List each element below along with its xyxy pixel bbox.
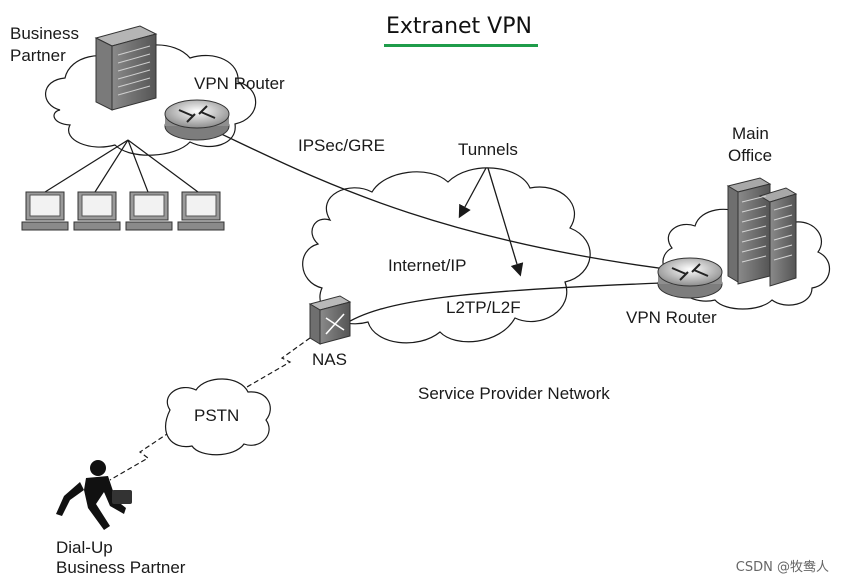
label-business-partner-line1: Business — [10, 24, 79, 43]
label-business-partner-line2: Partner — [10, 46, 66, 65]
diagram-title: Extranet VPN — [386, 14, 532, 39]
pstn-cloud — [165, 378, 271, 456]
label-dialup-line2: Business Partner — [56, 558, 186, 577]
vpn-router-right-icon — [657, 257, 723, 299]
label-pstn: PSTN — [194, 406, 240, 425]
label-main-office-line2: Office — [728, 146, 773, 165]
label-vpn-router-left: VPN Router — [194, 74, 285, 93]
dialup-dashed-link — [109, 427, 177, 481]
lan-links — [44, 139, 199, 193]
ipsec-gre-tunnel-line — [199, 123, 691, 273]
main-office-building-icon — [726, 177, 798, 287]
label-service-provider-network: Service Provider Network — [418, 384, 610, 403]
client-pc-icon — [21, 191, 69, 231]
label-dialup-line1: Dial-Up — [56, 538, 113, 557]
l2tp-l2f-tunnel-line — [341, 281, 691, 327]
client-pc-icon — [73, 191, 121, 231]
label-main-office-line1: Main — [732, 124, 769, 143]
label-nas: NAS — [312, 350, 347, 369]
tunnels-arrow — [487, 167, 524, 277]
running-person-icon — [56, 460, 132, 530]
business-partner-server-icon — [94, 25, 158, 111]
dialup-dashed-link — [227, 337, 311, 399]
service-provider-cloud — [302, 167, 591, 344]
label-internet-ip: Internet/IP — [388, 256, 467, 275]
nas-switch-icon — [308, 295, 352, 345]
label-tunnels: Tunnels — [458, 140, 518, 159]
watermark: CSDN @牧鸯人 — [735, 560, 829, 575]
label-vpn-router-right: VPN Router — [626, 308, 717, 327]
title-underline — [384, 44, 538, 47]
label-l2tp-l2f: L2TP/L2F — [446, 298, 521, 317]
label-ipsec-gre: IPSec/GRE — [298, 136, 385, 155]
tunnels-arrow — [458, 167, 487, 219]
vpn-router-left-icon — [164, 99, 230, 141]
client-pc-icon — [177, 191, 225, 231]
client-pc-icon — [125, 191, 173, 231]
